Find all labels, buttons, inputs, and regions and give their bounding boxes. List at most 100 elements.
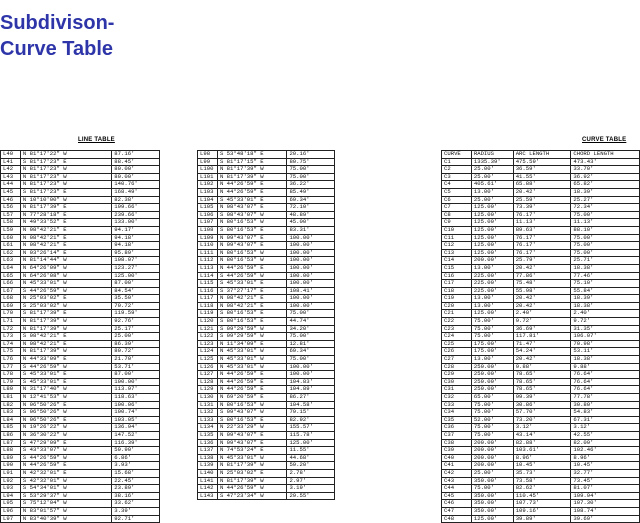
curve-table-row-cell: 117.81' [512,332,572,341]
curve-table-row-cell: 81.07' [570,484,640,493]
line-table-row-cell: 100.00' [286,256,335,265]
line-table-row-cell: L56 [0,203,21,212]
line-table-row-cell: L41 [0,157,21,167]
line-table-row-cell: L104 [197,195,218,205]
slide-title: Subdivison- Curve Table [0,10,114,62]
line-table-row-cell: N 09°43'07" E [216,241,288,250]
line-table-row-cell: L137 [197,446,218,455]
curve-table-row-cell: 75.00' [470,332,514,341]
line-table-row-cell: L131 [197,400,218,410]
line-table-row-cell: L94 [0,491,21,501]
curve-table-row-cell: 25.79' [512,256,572,265]
curve-table-row-cell: C34 [441,408,472,417]
line-table-row-cell: 100.00' [111,377,160,387]
line-table-row-cell: 80.72' [111,347,160,357]
line-table-row-cell: N 03°26'14" E [19,248,113,258]
line-table-row-cell: 53.71' [111,362,160,372]
line-table-row-cell: 136.94' [111,423,160,432]
line-table-row-cell: S 53°29'37" W [19,491,113,501]
line-table-row-cell: L80 [0,385,21,394]
line-table-row-cell: 25.00' [111,332,160,341]
line-table-row-cell: 116.39' [111,438,160,448]
line-table-row-cell: 69.34' [286,195,335,205]
line-table-row-cell: L124 [197,347,218,357]
line-table-row-cell: 34.20' [286,324,335,334]
curve-table-row-cell: 350.00' [470,476,514,486]
curve-table-row-cell: C30 [441,377,472,387]
curve-table-row-cell: C17 [441,279,472,288]
line-table-row-cell: L142 [197,484,218,493]
line-table-row-cell: L72 [0,324,21,334]
curve-table-row-cell: 175.00' [470,347,514,357]
curve-table-row-cell: 53.11' [570,347,640,357]
curve-table-row-cell: 75.00' [570,248,640,258]
line-table-row-cell: S 44°26'59" W [216,271,288,281]
line-table-row-cell: 239.66' [111,210,160,220]
line-table-row-cell: S 81°17'23" E [19,187,113,197]
line-table-row-cell: L141 [197,476,218,486]
curve-table-row-cell: 82.88' [512,438,572,448]
curve-table-row-cell: 76.64' [570,385,640,394]
curve-table-row-cell: 42.55' [570,430,640,440]
line-table-row-cell: 133.00' [111,218,160,227]
line-table-row-cell: 92.71' [111,514,160,523]
line-table-row-cell: 100.00' [286,233,335,243]
line-table-row-cell: L109 [197,233,218,243]
curve-table-row-cell: 13.00' [470,263,514,273]
line-table-row-cell: L134 [197,423,218,432]
line-table-row-cell: 100.00' [286,301,335,311]
curve-table-row-cell: 73.20' [512,415,572,425]
curve-table-row-cell: 25.71' [570,256,640,265]
line-table-row-cell: 199.66' [111,203,160,212]
line-table-row-cell: 6.86' [111,453,160,463]
curve-table-row-cell: 9.88' [570,362,640,372]
line-table-row-cell: L98 [197,150,218,159]
line-table-row-cell: N 81°17'39" W [19,317,113,326]
line-table-row-cell: L138 [197,453,218,463]
curve-table-row-cell: 125.00' [470,514,514,523]
curve-table-row-cell: 55.98' [512,286,572,296]
curve-table-row-cell: 76.64' [570,370,640,379]
curve-table-row-cell: 10.45' [512,461,572,470]
line-table-row-cell: N 45°33'01" W [216,362,288,372]
curve-table-row-cell: C15 [441,263,472,273]
line-table-row-cell: S 09°29'59" W [216,324,288,334]
curve-table-row-cell: 39.89' [512,514,572,523]
line-table-row-cell: S 54°34'01" W [19,484,113,493]
line-table-row-cell: L117 [197,294,218,303]
curve-table-row-cell: 405.61' [470,180,514,189]
curve-table-row-cell: 75.00' [470,484,514,493]
curve-table-row-cell: 33.70' [570,165,640,174]
line-table-row-cell: 104.83' [286,377,335,387]
curve-table-row-cell: 8.96' [570,453,640,463]
line-table-row-cell: 21.70' [111,355,160,364]
curve-table-row-cell: 57.70' [512,408,572,417]
